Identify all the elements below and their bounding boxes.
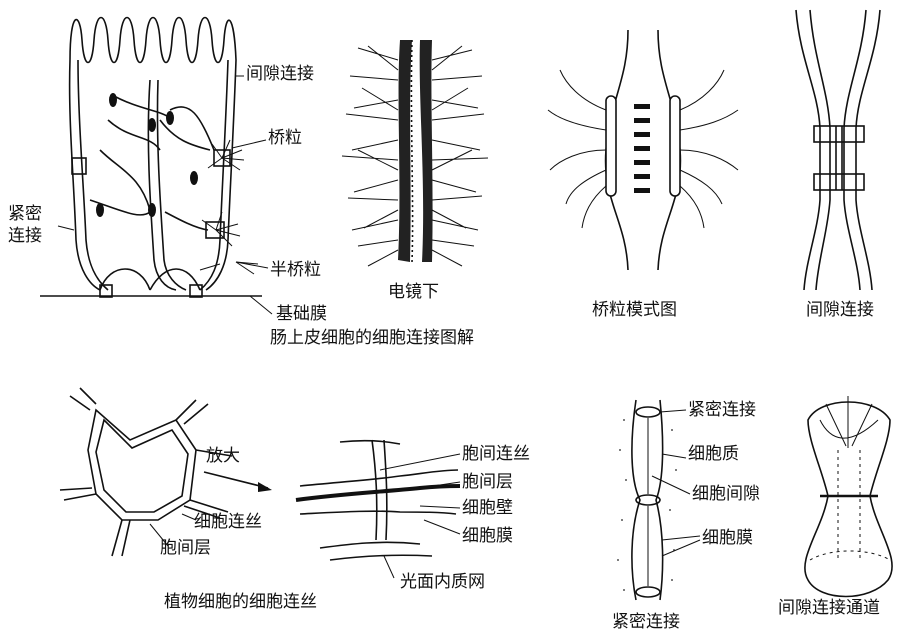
gap-junction-label: 间隙连接	[246, 66, 314, 83]
cytoplasm-label: 细胞质	[688, 446, 739, 463]
electron-microscope-caption: 电镜下	[388, 284, 439, 301]
desmosome-model-drawing	[548, 30, 738, 270]
gap-junction-caption: 间隙连接	[806, 302, 874, 319]
intercellular-space-label: 细胞间隙	[692, 486, 760, 503]
plasmodesma-label: 细胞连丝	[194, 514, 262, 531]
desmosome-label: 桥粒	[268, 130, 302, 147]
gap-junction-channel-caption: 间隙连接通道	[778, 600, 880, 617]
tight-junction-bottom-label: 紧密连接	[612, 614, 680, 631]
tight-junction-label-line2: 连接	[8, 228, 42, 245]
tight-junction-drawing	[617, 400, 700, 600]
cell-membrane-label-tight: 细胞膜	[702, 530, 753, 547]
intestinal-epithelium-drawing	[40, 18, 272, 315]
tight-junction-top-label: 紧密连接	[688, 402, 756, 419]
middle-lamella-label: 胞间层	[160, 540, 211, 557]
enlarge-label: 放大	[206, 448, 240, 465]
cell-membrane-label-plant: 细胞膜	[462, 528, 513, 545]
plant-cell-drawing	[60, 388, 460, 578]
basement-membrane-label: 基础膜	[276, 306, 327, 323]
cell-wall-label: 细胞壁	[462, 500, 513, 517]
gap-junction-channel-drawing	[805, 396, 892, 597]
right-plasmodesma-label: 胞间连丝	[462, 446, 530, 463]
smooth-er-label: 光面内质网	[400, 574, 485, 591]
electron-micrograph-drawing	[342, 40, 488, 266]
desmosome-model-caption: 桥粒模式图	[592, 302, 677, 319]
tight-junction-label-line1: 紧密	[8, 206, 42, 223]
intestinal-junction-title: 肠上皮细胞的细胞连接图解	[270, 330, 474, 347]
hemidesmosome-label: 半桥粒	[270, 262, 321, 279]
plant-plasmodesmata-title: 植物细胞的细胞连丝	[164, 594, 317, 611]
gap-junction-drawing	[796, 10, 880, 290]
right-middle-lamella-label: 胞间层	[462, 474, 513, 491]
